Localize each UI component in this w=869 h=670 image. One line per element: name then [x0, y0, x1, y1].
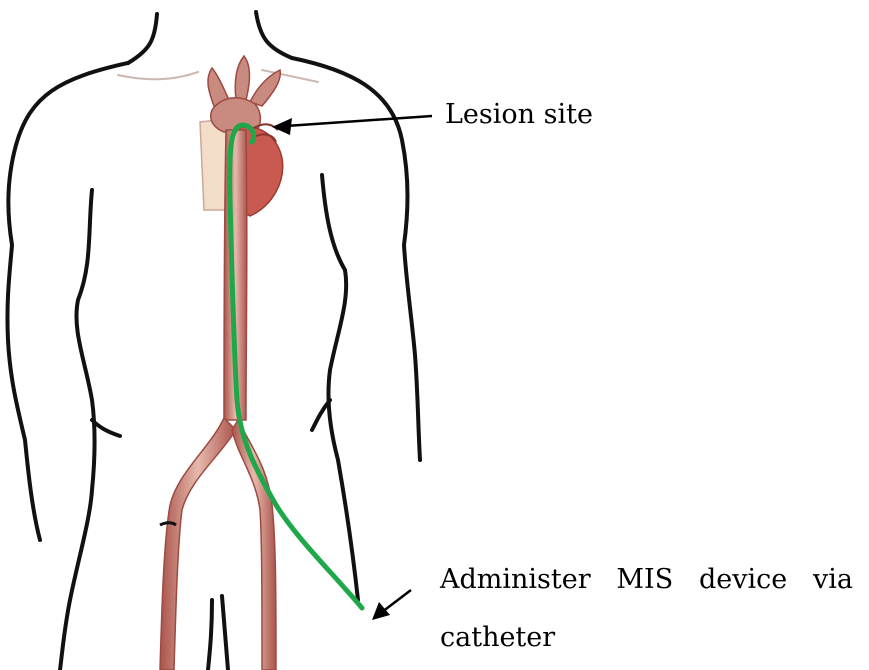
device-label-word: device — [699, 566, 787, 593]
device-label-word: via — [813, 566, 853, 593]
iliac-arteries — [160, 418, 276, 670]
clavicle-left — [118, 72, 198, 79]
neck-right — [256, 12, 292, 58]
neck-left — [128, 14, 157, 63]
great-vessels — [208, 56, 280, 132]
left-shoulder-arm — [7, 63, 128, 540]
right-hip-line — [312, 400, 330, 430]
device-label-line1: Administer MIS device via — [440, 566, 853, 593]
left-torso — [60, 190, 95, 670]
inner-leg-right — [222, 596, 228, 670]
device-label-word: Administer — [440, 566, 591, 593]
device-label-line2: catheter — [440, 624, 555, 651]
device-label-word: MIS — [616, 566, 673, 593]
lesion-site-label: Lesion site — [445, 101, 593, 128]
device-arrow — [372, 590, 411, 620]
lesion-arrow — [272, 116, 432, 135]
right-torso — [322, 175, 358, 600]
inner-leg-left — [208, 600, 212, 670]
